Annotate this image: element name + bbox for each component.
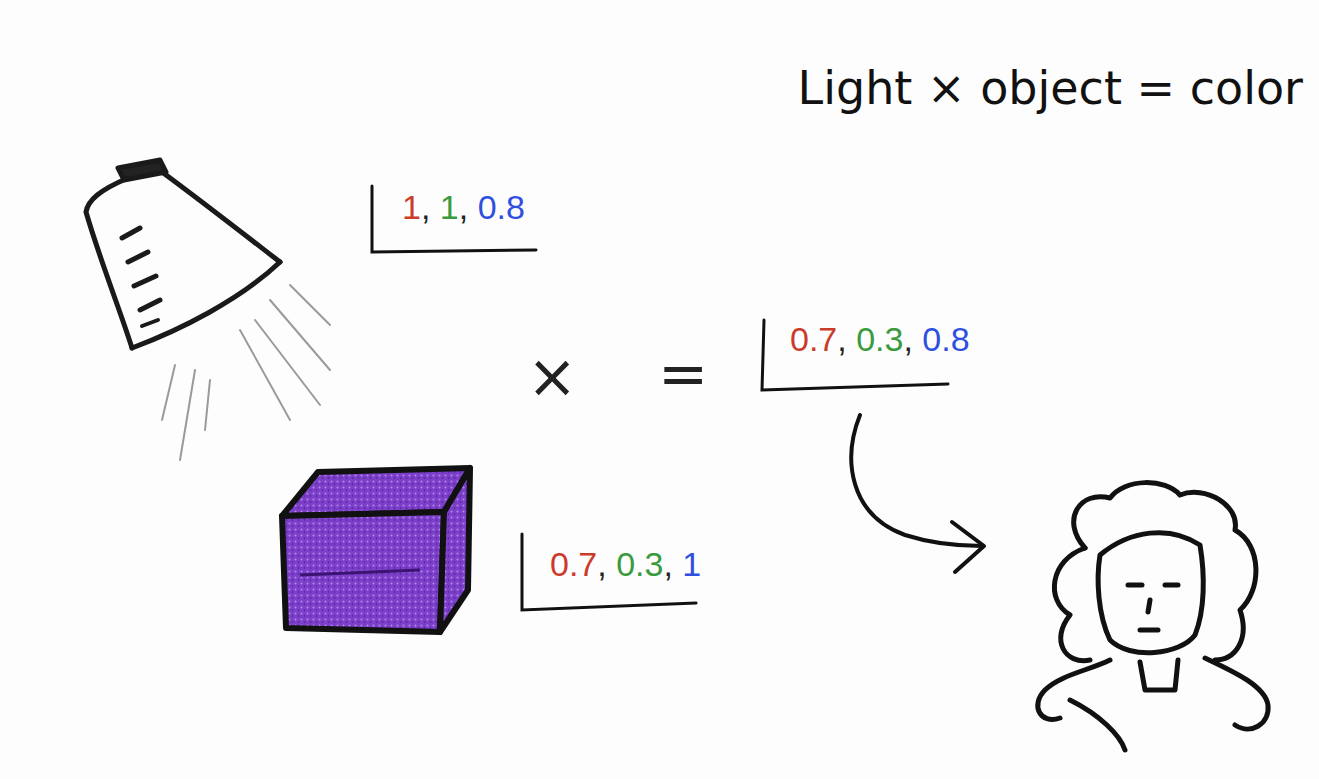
channel-value: 0.3 bbox=[856, 320, 903, 358]
purple-cube bbox=[282, 468, 470, 632]
channel-value: 0.3 bbox=[616, 545, 663, 583]
separator: , bbox=[837, 320, 856, 358]
lamp-drawing bbox=[86, 160, 280, 348]
separator: , bbox=[421, 188, 440, 226]
operator-symbol: × bbox=[527, 346, 577, 406]
channel-value: 0.7 bbox=[550, 545, 597, 583]
light-rays bbox=[162, 285, 330, 460]
viewer-person bbox=[1038, 483, 1268, 750]
operator-symbol: = bbox=[658, 343, 708, 403]
channel-value: 1 bbox=[440, 188, 459, 226]
channel-value: 1 bbox=[402, 188, 421, 226]
separator: , bbox=[903, 320, 922, 358]
rgb-value: 1, 1, 0.8 bbox=[402, 188, 525, 227]
channel-value: 1 bbox=[682, 545, 701, 583]
title: Light × object = color bbox=[798, 62, 1303, 115]
rgb-value: 0.7, 0.3, 0.8 bbox=[790, 320, 970, 359]
separator: , bbox=[597, 545, 616, 583]
title-slot: Light × object = color bbox=[798, 62, 1303, 115]
label-slot: 0.7, 0.3, 0.8 bbox=[790, 320, 970, 359]
channel-value: 0.8 bbox=[922, 320, 969, 358]
value-bracket bbox=[372, 186, 948, 610]
curved-arrow bbox=[851, 415, 984, 572]
label-slot: × bbox=[527, 346, 577, 406]
label-slot: 0.7, 0.3, 1 bbox=[550, 545, 701, 584]
label-slot: = bbox=[658, 343, 708, 403]
label-slot: 1, 1, 0.8 bbox=[402, 188, 525, 227]
separator: , bbox=[459, 188, 478, 226]
rgb-value: 0.7, 0.3, 1 bbox=[550, 545, 701, 584]
channel-value: 0.7 bbox=[790, 320, 837, 358]
channel-value: 0.8 bbox=[478, 188, 525, 226]
separator: , bbox=[663, 545, 682, 583]
